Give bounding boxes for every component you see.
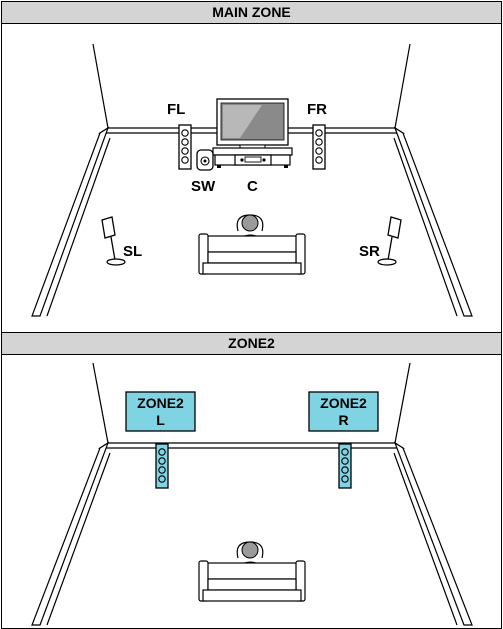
zone2-left-label-line1: ZONE2: [137, 395, 184, 411]
label-sr: SR: [359, 243, 380, 260]
zone2-left-speaker-icon: [155, 443, 169, 489]
zone2-left-label-line2: L: [156, 412, 165, 428]
label-fr: FR: [307, 101, 327, 118]
front-left-speaker-icon: [178, 124, 192, 170]
zone2-header: ZONE2: [2, 332, 501, 355]
tv-icon: [216, 98, 289, 149]
zone2-title: ZONE2: [228, 335, 275, 351]
zone2-right-label-box: ZONE2 R: [308, 391, 379, 432]
sofa-with-listener-icon: [198, 214, 306, 275]
subwoofer-icon: [196, 149, 214, 171]
surround-left-speaker-icon: [101, 216, 126, 266]
zone2-panel: ZONE2 L ZONE2 R: [2, 355, 501, 628]
zone2-right-label-line1: ZONE2: [320, 395, 367, 411]
zone2-left-label-box: ZONE2 L: [125, 391, 196, 432]
label-c: C: [247, 178, 258, 195]
zone2-right-speaker-icon: [338, 443, 352, 489]
main-zone-room: FL FR SW C SL SR: [31, 43, 473, 317]
zone2-sofa-with-listener-icon: [198, 541, 306, 602]
zone2-room: ZONE2 L ZONE2 R: [31, 362, 473, 626]
label-sw: SW: [191, 178, 216, 195]
label-fl: FL: [167, 101, 185, 118]
main-zone-title: MAIN ZONE: [212, 4, 291, 20]
zone2-room-walls: [31, 362, 473, 626]
front-right-speaker-icon: [312, 124, 326, 170]
tv-stand-icon: [212, 147, 293, 168]
label-sl: SL: [123, 243, 142, 260]
zone2-right-label-line2: R: [338, 412, 348, 428]
main-zone-panel: FL FR SW C SL SR: [2, 24, 501, 332]
surround-right-speaker-icon: [377, 216, 402, 266]
main-zone-header: MAIN ZONE: [2, 2, 501, 24]
